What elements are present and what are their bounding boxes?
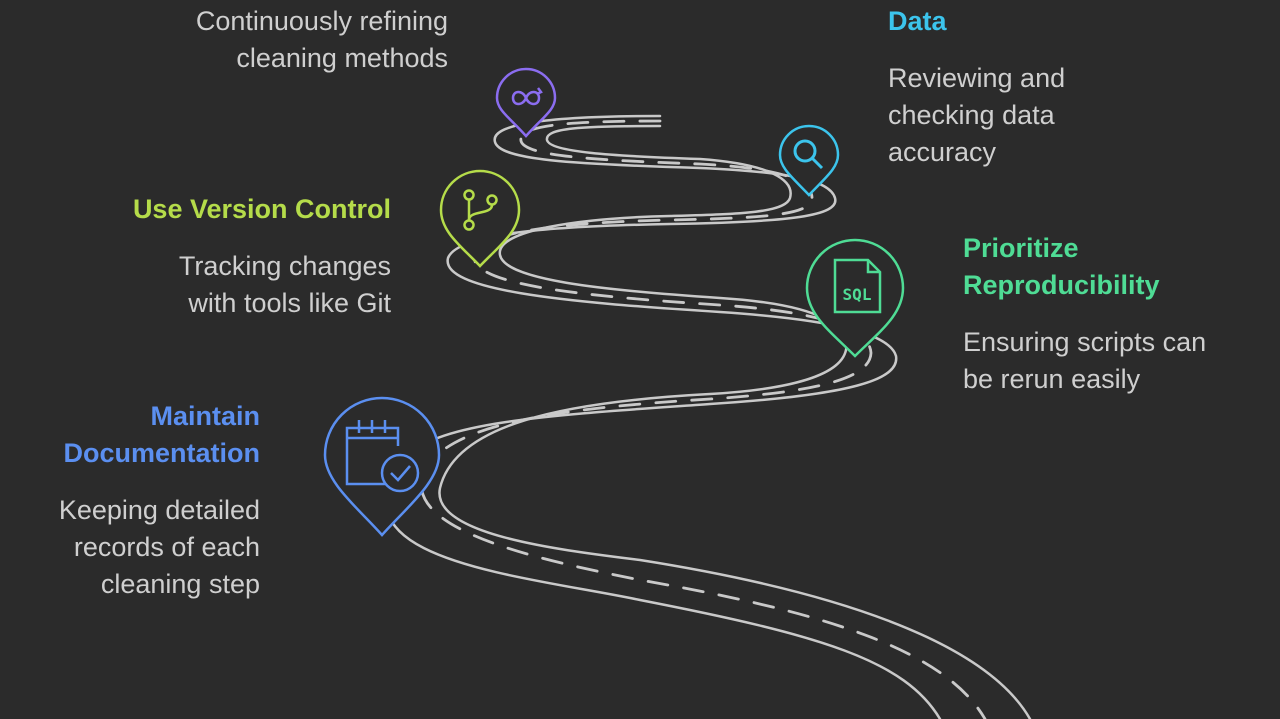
desc-line: Reviewing and: [888, 63, 1066, 93]
road-inner-edge: [438, 124, 1032, 719]
step-reproducibility-description: Ensuring scripts can be rerun easily: [963, 324, 1273, 398]
desc-line: accuracy: [888, 137, 997, 167]
desc-line: with tools like Git: [188, 288, 391, 318]
step-documentation-description: Keeping detailed records of each cleanin…: [10, 492, 260, 603]
desc-line: Keeping detailed: [58, 495, 260, 525]
title-line: Documentation: [63, 438, 260, 468]
marker-reproducibility: SQL: [805, 238, 905, 358]
desc-line: Ensuring scripts can: [963, 327, 1207, 357]
title-line: Maintain: [150, 401, 260, 431]
road-outer-edge: [385, 114, 942, 719]
step-reproducibility-title: Prioritize Reproducibility: [963, 230, 1160, 304]
desc-line: cleaning step: [100, 569, 260, 599]
desc-line: be rerun easily: [963, 364, 1141, 394]
step-version-control-title: Use Version Control: [132, 194, 391, 224]
desc-line: checking data: [888, 100, 1055, 130]
road-center-dashes: [420, 119, 987, 719]
step-refine-description: Continuously refining cleaning methods: [100, 3, 448, 77]
marker-data: [778, 124, 840, 197]
step-version-control-description: Tracking changes with tools like Git: [60, 248, 391, 322]
infinity-cycle-icon: [511, 87, 543, 106]
calendar-check-icon: [345, 420, 420, 493]
marker-version-control: [439, 169, 521, 268]
sql-file-icon: [833, 258, 882, 314]
marker-documentation: [323, 396, 441, 537]
step-documentation-title: Maintain Documentation: [20, 398, 260, 472]
desc-line: cleaning methods: [236, 43, 448, 73]
desc-line: Continuously refining: [195, 6, 448, 36]
magnifier-icon: [793, 139, 824, 170]
desc-line: Tracking changes: [178, 251, 391, 281]
step-data-description: Reviewing and checking data accuracy: [888, 60, 1248, 171]
sql-icon-label: SQL: [843, 285, 872, 304]
marker-refine: [495, 67, 557, 138]
desc-line: records of each: [73, 532, 260, 562]
title-line: Reproducibility: [963, 270, 1160, 300]
git-branch-icon: [463, 189, 498, 231]
title-line: Prioritize: [963, 233, 1079, 263]
step-data-title: Data: [888, 6, 947, 36]
